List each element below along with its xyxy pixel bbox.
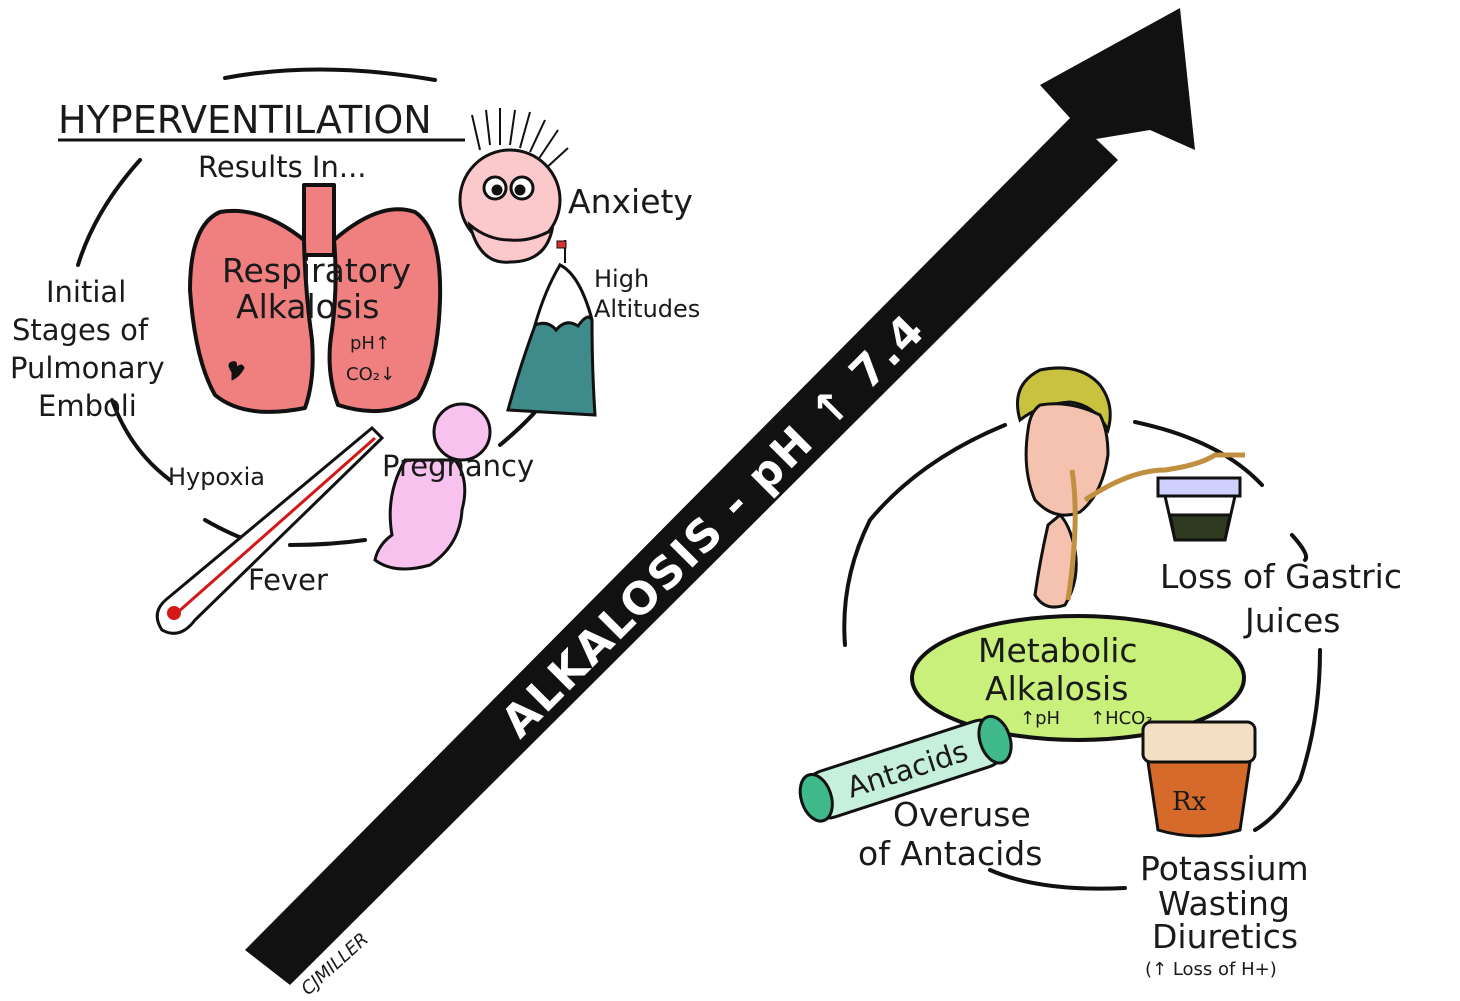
respiratory-label-line2: Alkalosis: [236, 287, 379, 326]
metabolic-cycle: [842, 420, 1322, 891]
thermometer-icon: [155, 425, 385, 635]
metabolic-label-line2: Alkalosis: [985, 669, 1128, 708]
diuretics-label-line3: Diuretics: [1152, 917, 1298, 956]
diuretics-note: (↑ Loss of H+): [1145, 959, 1277, 980]
respiratory-label-line1: Respiratory: [222, 251, 411, 290]
emboli-label-line2: Stages of: [12, 313, 149, 347]
gastric-label-line2: Juices: [1243, 601, 1340, 640]
fever-label: Fever: [248, 563, 328, 597]
results-in-label: Results In...: [198, 150, 367, 184]
metabolic-center-ellipse: [910, 614, 1246, 742]
high-altitudes-label-line2: Altitudes: [594, 295, 700, 323]
lungs-illustration: [188, 183, 443, 414]
emboli-label-line4: Emboli: [38, 389, 137, 423]
arrow-shaft: [245, 116, 1118, 985]
hyperventilation-heading-group: HYPERVENTILATION Results In...: [58, 98, 465, 184]
mountain-icon: [506, 240, 597, 417]
person-ng-tube-icon: [1016, 366, 1245, 609]
rx-bottle-icon: Rx: [1141, 720, 1257, 838]
suction-canister-icon: [1156, 476, 1242, 542]
antacids-tube-icon: Antacids: [798, 714, 1013, 823]
gastric-label-line1: Loss of Gastric: [1160, 557, 1402, 596]
antacids-label-line1: Overuse: [893, 795, 1031, 834]
co2-down-indicator: CO₂↓: [346, 364, 395, 385]
antacids-label-line2: of Antacids: [858, 834, 1042, 873]
anxiety-label: Anxiety: [568, 182, 693, 221]
pregnancy-label: Pregnancy: [382, 449, 534, 483]
emboli-label-line3: Pulmonary: [10, 351, 165, 385]
fetus-icon: [373, 402, 492, 571]
anxious-face-icon: [458, 108, 569, 264]
hypoxia-label: Hypoxia: [168, 463, 265, 491]
ph-up-metabolic-indicator: ↑pH: [1020, 708, 1060, 729]
high-altitudes-label-line1: High: [594, 265, 649, 293]
diuretics-label-line1: Potassium: [1140, 849, 1309, 888]
hyperventilation-heading: HYPERVENTILATION: [58, 98, 432, 142]
emboli-label-line1: Initial: [46, 275, 126, 309]
ph-up-indicator: pH↑: [350, 333, 390, 354]
arrow-head: [1040, 8, 1195, 150]
diuretics-label-line2: Wasting: [1158, 884, 1290, 923]
rx-label: Rx: [1172, 787, 1207, 817]
hco3-up-indicator: ↑HCO₃: [1090, 708, 1153, 729]
metabolic-label-line1: Metabolic: [978, 631, 1138, 670]
